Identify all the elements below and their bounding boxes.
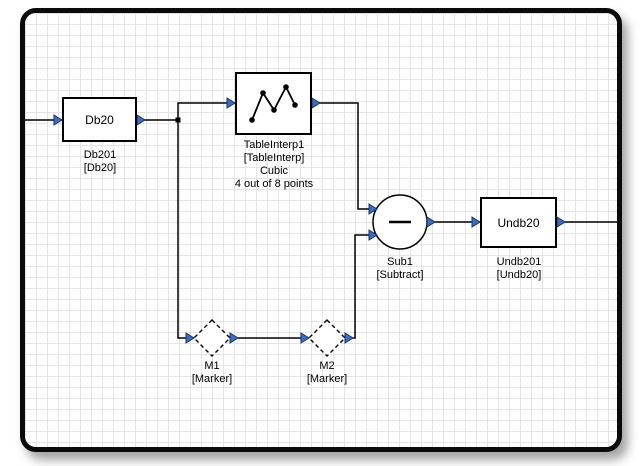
undb20-output-port-icon[interactable] (556, 216, 566, 228)
sub-component-type: [Subtract] (376, 269, 424, 281)
tableinterp-points: 4 out of 8 points (234, 178, 314, 190)
db20-component-type: [Db20] (83, 162, 117, 174)
sub-input1-port-icon[interactable] (368, 203, 378, 215)
sub-input2-port-icon[interactable] (368, 229, 378, 241)
block-undb20-text: Undb20 (497, 215, 540, 230)
wire-junction-to-tableinterp[interactable] (177, 102, 235, 120)
block-db20-label: Db201 [Db20] (35, 149, 165, 175)
block-tableinterp-label: TableInterp1 [TableInterp] Cubic 4 out o… (209, 139, 339, 191)
tableinterp-input-port-icon[interactable] (226, 97, 236, 109)
m1-output-port-icon[interactable] (229, 332, 239, 344)
marker-m1-label: M1 [Marker] (147, 360, 277, 386)
m2-output-port-icon[interactable] (344, 332, 354, 344)
sub-instance-name: Sub1 (387, 256, 413, 268)
tableinterp-instance-name: TableInterp1 (243, 139, 305, 151)
block-db20[interactable]: Db20 (62, 97, 137, 142)
undb20-component-type: [Undb20] (496, 269, 542, 281)
block-sub-label: Sub1 [Subtract] (335, 256, 465, 282)
block-undb20-label: Undb201 [Undb20] (454, 256, 584, 282)
marker-m2-symbol[interactable] (308, 319, 346, 357)
block-tableinterp[interactable] (235, 72, 312, 135)
block-undb20[interactable]: Undb20 (480, 197, 557, 248)
m2-component-type: [Marker] (306, 373, 348, 385)
m1-input-port-icon[interactable] (185, 332, 195, 344)
m2-input-port-icon[interactable] (300, 332, 310, 344)
wire-junction-dot (175, 117, 181, 123)
undb20-input-port-icon[interactable] (471, 216, 481, 228)
wire-tableinterp-to-sub[interactable] (312, 102, 377, 210)
wiring-layer (25, 97, 617, 357)
marker-m2-label: M2 [Marker] (262, 360, 392, 386)
tableinterp-output-port-icon[interactable] (311, 97, 321, 109)
interpolation-curve-icon (248, 83, 298, 123)
schematic-canvas[interactable]: Db20 Db201 [Db20] TableInterp1 [Ta (25, 13, 617, 447)
undb20-instance-name: Undb201 (496, 256, 542, 268)
wire-m2-to-sub[interactable] (345, 234, 377, 339)
m1-instance-name: M1 (204, 360, 220, 372)
sub-output-port-icon[interactable] (426, 216, 436, 228)
db20-instance-name: Db201 (83, 149, 117, 161)
wire-junction-to-m1[interactable] (177, 120, 194, 339)
marker-m1-symbol[interactable] (193, 319, 231, 357)
db20-input-port-icon[interactable] (53, 114, 63, 126)
tableinterp-component-type: [TableInterp] (243, 152, 305, 164)
schematic-window: Db20 Db201 [Db20] TableInterp1 [Ta (20, 8, 622, 452)
block-db20-text: Db20 (85, 112, 114, 127)
db20-output-port-icon[interactable] (136, 114, 146, 126)
tableinterp-interp-type: Cubic (259, 165, 289, 177)
m1-component-type: [Marker] (191, 373, 233, 385)
m2-instance-name: M2 (319, 360, 335, 372)
